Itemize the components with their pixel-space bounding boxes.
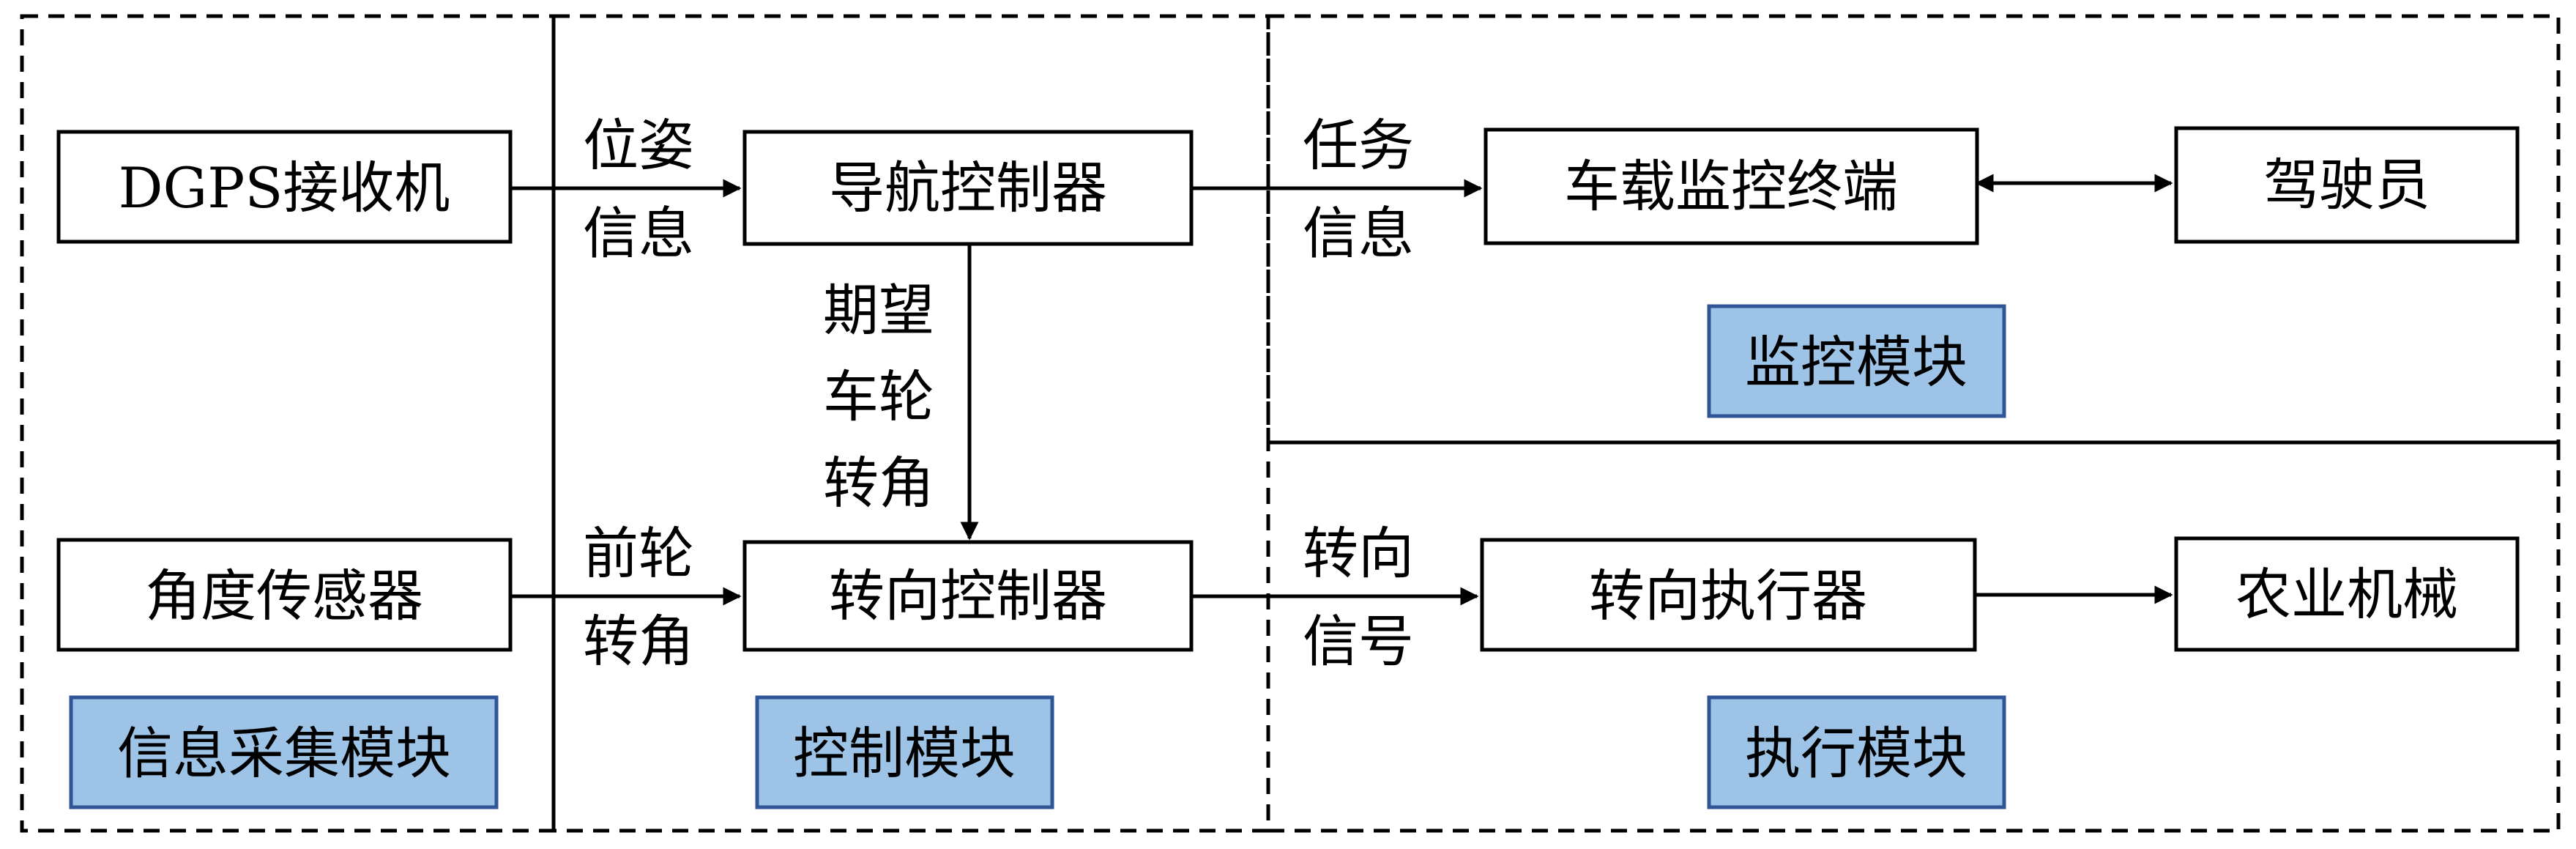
module-execute: 执行模块	[1707, 695, 2006, 809]
label-pose-line2: 信息	[583, 201, 694, 266]
node-dgps-label: DGPS接收机	[119, 155, 450, 220]
node-actuator-label: 转向执行器	[1589, 563, 1867, 629]
label-expect-line3: 转角	[823, 451, 934, 516]
node-actuator: 转向执行器	[1480, 538, 1977, 652]
label-wheel-line1: 前轮	[583, 521, 694, 586]
region-control	[551, 14, 1270, 833]
node-terminal: 车载监控终端	[1484, 127, 1979, 245]
node-nav-controller: 导航控制器	[742, 130, 1194, 246]
label-task-line2: 信息	[1303, 201, 1414, 266]
node-dgps: DGPS接收机	[56, 130, 513, 244]
node-machine-label: 农业机械	[2236, 562, 2458, 627]
label-task-line1: 任务	[1303, 113, 1414, 178]
node-nav-controller-label: 导航控制器	[829, 155, 1107, 220]
label-expect-line1: 期望	[823, 278, 934, 343]
module-info-collect: 信息采集模块	[69, 695, 499, 809]
label-signal-line2: 信号	[1303, 609, 1414, 674]
node-steer-controller-label: 转向控制器	[829, 563, 1107, 629]
node-terminal-label: 车载监控终端	[1564, 154, 1898, 219]
label-signal-line1: 转向	[1303, 521, 1414, 586]
module-execute-label: 执行模块	[1745, 721, 1968, 786]
module-control-label: 控制模块	[793, 721, 1016, 786]
label-pose-line1: 位姿	[583, 113, 694, 178]
node-angle-sensor-label: 角度传感器	[145, 563, 423, 629]
connections	[510, 174, 2173, 606]
node-driver: 驾驶员	[2174, 126, 2520, 244]
node-driver-label: 驾驶员	[2263, 152, 2430, 218]
module-control: 控制模块	[755, 695, 1054, 809]
edge-labels: 位姿 信息 前轮 转角 任务 信息 期望 车轮 转角 转向 信号	[583, 113, 1414, 674]
module-regions	[20, 14, 2561, 833]
node-angle-sensor: 角度传感器	[56, 538, 513, 652]
region-execute	[1266, 440, 2561, 833]
module-monitor: 监控模块	[1707, 304, 2006, 418]
module-monitor-label: 监控模块	[1745, 330, 1968, 395]
module-info-collect-label: 信息采集模块	[117, 721, 451, 786]
node-machine: 农业机械	[2174, 536, 2520, 652]
label-wheel-line2: 转角	[583, 609, 694, 674]
node-steer-controller: 转向控制器	[742, 540, 1194, 652]
label-expect-line2: 车轮	[823, 364, 934, 429]
